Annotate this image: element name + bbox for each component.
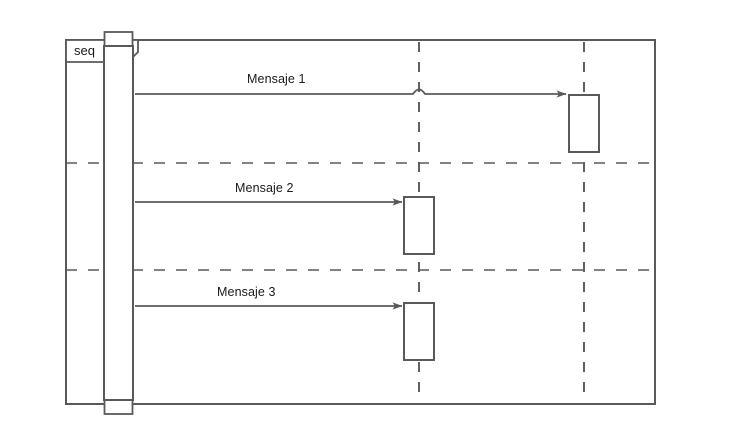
- activation-middle-1[interactable]: [403, 196, 435, 255]
- message-arrows: [135, 88, 567, 310]
- message-label-1: Mensaje 1: [247, 72, 306, 86]
- actor-head-cap-bottom: [103, 399, 134, 415]
- activation-right-1[interactable]: [568, 94, 600, 153]
- left-actor-activation-bar[interactable]: [103, 31, 134, 415]
- activation-boxes: [403, 94, 600, 361]
- message-label-3: Mensaje 3: [217, 285, 276, 299]
- actor-activation-bar[interactable]: [103, 45, 134, 401]
- frame-border: [65, 39, 656, 405]
- fragment-separators: [66, 162, 655, 271]
- fragment-operator-label: seq: [74, 43, 95, 58]
- activation-middle-2[interactable]: [403, 302, 435, 361]
- message-arrow-1[interactable]: [135, 88, 567, 98]
- actor-head-cap-top: [103, 31, 134, 47]
- message-label-2: Mensaje 2: [235, 181, 294, 195]
- lifelines: [418, 42, 585, 402]
